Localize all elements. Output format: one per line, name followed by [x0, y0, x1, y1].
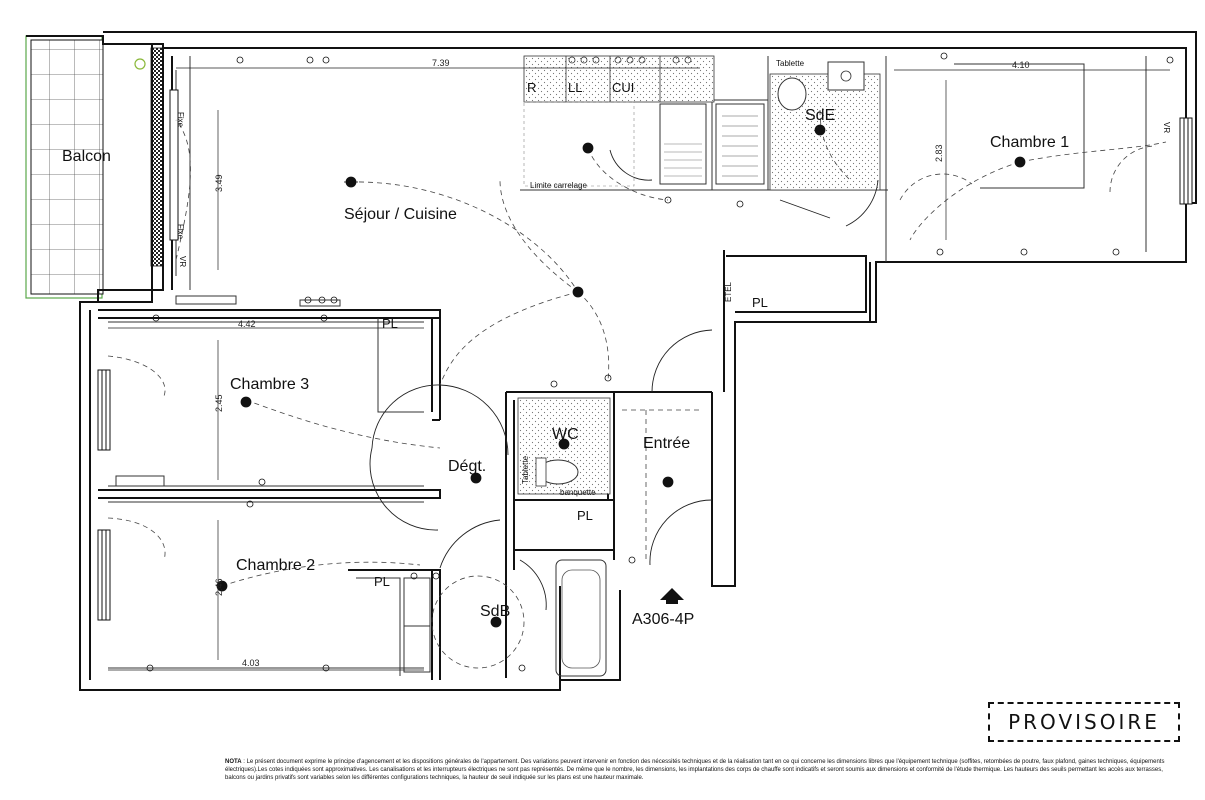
- room-label-sejour: Séjour / Cuisine: [344, 206, 457, 223]
- label-vr-chambre1: VR: [1162, 122, 1171, 133]
- exterior-walls: [26, 31, 1197, 691]
- room-label-chambre2: Chambre 2: [236, 557, 315, 574]
- disclaimer-title: NOTA: [225, 759, 242, 765]
- room-label-chambre3: Chambre 3: [230, 376, 309, 393]
- electrical-points: [146, 52, 1174, 672]
- disclaimer-note: NOTA : Le présent document exprime le pr…: [225, 758, 1185, 782]
- room-label-balcon: Balcon: [62, 148, 111, 165]
- label-kitchen-ll: LL: [568, 80, 582, 95]
- apartment-reference: A306-4P: [632, 611, 694, 628]
- closet-label-pl-wc: PL: [577, 508, 593, 523]
- label-vr-sejour: VR: [178, 256, 187, 267]
- dashed-circulation: [107, 109, 1167, 669]
- label-etel: ETEL: [724, 281, 733, 302]
- closet-label-pl-chambre3: PL: [382, 316, 398, 331]
- dimension-sejour-depth: 3.49: [214, 174, 224, 192]
- door-swings: [369, 149, 879, 611]
- label-fixe-1: Fixe: [176, 112, 185, 128]
- label-tablette-sde: Tablette: [776, 59, 805, 68]
- room-label-chambre1: Chambre 1: [990, 134, 1069, 151]
- label-tablette-wc: Tablette: [521, 455, 530, 484]
- tiled-areas: [517, 55, 881, 677]
- dimension-lines: [108, 67, 1170, 671]
- room-label-entree: Entrée: [643, 435, 690, 452]
- label-fixe-2: Fixe: [176, 224, 185, 240]
- entrance-arrow-icon: [660, 588, 684, 600]
- room-label-sde: SdE: [805, 107, 835, 124]
- kitchen-fixtures: [565, 56, 692, 102]
- label-banquette: banquette: [560, 488, 596, 497]
- room-label-degt: Dégt.: [448, 458, 486, 475]
- label-limite-carrelage: Limite carrelage: [530, 181, 587, 190]
- closet-label-pl-chambre2: PL: [374, 574, 390, 589]
- room-label-wc: WC: [552, 426, 579, 443]
- disclaimer-text: : Le présent document exprime le princip…: [225, 759, 1165, 781]
- label-kitchen-cui: CUI: [612, 80, 634, 95]
- dimension-chambre1-width: 4.10: [1012, 60, 1030, 70]
- label-kitchen-r: R: [527, 80, 536, 95]
- windows: [97, 89, 1193, 621]
- entrance-arrow-stem: [666, 598, 678, 604]
- closet-label-pl-entree: PL: [752, 295, 768, 310]
- dimension-chambre2-depth: 2.46: [214, 578, 224, 596]
- dimension-chambre3-width: 4.42: [238, 319, 256, 329]
- room-label-sdb: SdB: [480, 603, 510, 620]
- dimension-chambre2-width: 4.03: [242, 658, 260, 668]
- interior-lines: [108, 56, 1147, 676]
- dimension-chambre3-depth: 2.45: [214, 394, 224, 412]
- dimension-chambre1-depth: 2.83: [934, 144, 944, 162]
- provisoire-stamp: PROVISOIRE: [988, 702, 1180, 742]
- dimension-sejour-width: 7.39: [432, 58, 450, 68]
- balcony: [25, 35, 164, 299]
